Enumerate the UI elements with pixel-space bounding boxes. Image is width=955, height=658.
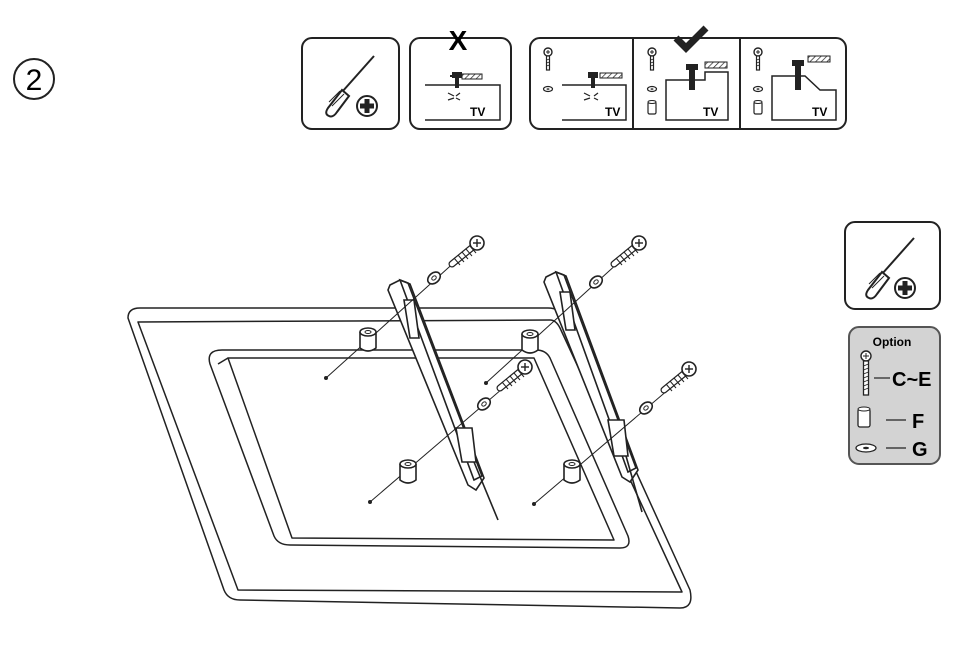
- tv-back-panel: [127, 307, 692, 609]
- wrong-mark: X: [449, 25, 468, 56]
- option-title: Option: [873, 335, 912, 349]
- correct-mark-icon: [673, 25, 709, 53]
- tv-label: TV: [703, 105, 718, 119]
- guide-lines: [325, 249, 683, 505]
- screw-icon: [452, 72, 462, 88]
- option-label-spacer: F: [912, 411, 924, 433]
- option-legend: Option C~E F G: [848, 326, 941, 465]
- side-tool-box: [844, 221, 941, 310]
- option-b-panel: TV: [646, 47, 729, 121]
- tv-label: TV: [470, 105, 485, 119]
- screw-icon: [452, 236, 484, 265]
- spacer-icon: [857, 406, 871, 428]
- damage-mark-icon: [447, 92, 461, 101]
- spacer-icon: [399, 459, 417, 484]
- tv-label: TV: [605, 105, 620, 119]
- washer-icon: [855, 443, 877, 453]
- wall-bracket-right: [543, 270, 643, 513]
- phillips-plus-icon: [894, 277, 916, 299]
- screw-icon: [860, 350, 872, 396]
- option-a-panel: TV: [542, 47, 627, 121]
- wall-bracket-left: [387, 278, 499, 521]
- bracket-hatch: [461, 73, 483, 80]
- tv-label: TV: [812, 105, 827, 119]
- tool-box: [301, 37, 400, 130]
- wrong-installation-panel: X TV: [409, 25, 512, 130]
- step-number-badge: 2: [13, 58, 55, 100]
- spacer-icon: [563, 459, 581, 484]
- washer-icon: [424, 268, 444, 288]
- screw-icon: [664, 362, 696, 391]
- option-label-washer: G: [912, 439, 928, 461]
- spacer-icon: [359, 327, 377, 352]
- option-c-panel: TV: [752, 47, 837, 121]
- hole-mark: [324, 376, 536, 506]
- step-number: 2: [26, 64, 43, 97]
- tv-outline: [425, 84, 501, 121]
- correct-installation-panel-group: TV TV TV: [529, 25, 847, 130]
- spacer-icon: [521, 329, 539, 354]
- screw-icon: [614, 236, 646, 265]
- phillips-plus-icon: [356, 95, 378, 117]
- option-label-screws: C~E: [892, 369, 931, 391]
